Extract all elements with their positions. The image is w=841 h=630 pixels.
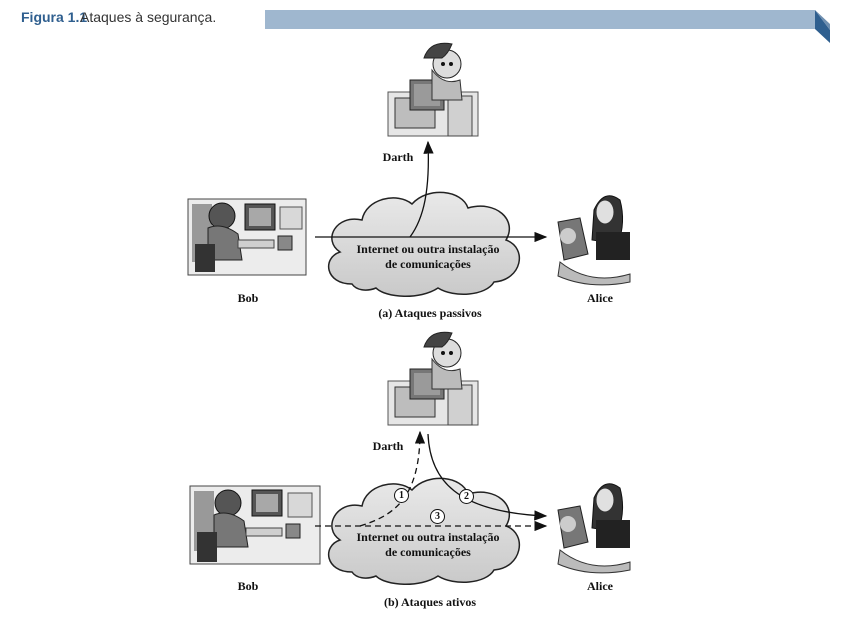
bob-label: Bob: [237, 579, 259, 593]
figure-bar-corner: [815, 10, 830, 43]
figure-title-bar: [265, 10, 815, 29]
bob-computer-icon: [189, 485, 321, 565]
intercept-arrow: [409, 140, 434, 238]
attacker-computer-icon: [387, 331, 479, 426]
cloud-label: Internet ou outra instalação de comunica…: [340, 242, 516, 272]
attacker-computer-icon: [387, 42, 479, 137]
figure-caption: Ataques à segurança.: [80, 9, 217, 25]
darth-label: Darth: [372, 439, 404, 453]
bob-to-darth-dashed-arrow: [359, 430, 426, 527]
darth-label: Darth: [382, 150, 414, 164]
cloud-icon: [327, 191, 521, 297]
cloud-label-line2: de comunicações: [385, 545, 471, 559]
alice-label: Alice: [587, 579, 613, 593]
alice-laptop-icon: [557, 483, 631, 574]
alice-label: Alice: [587, 291, 613, 305]
cloud-label-line1: Internet ou outra instalação: [356, 530, 500, 544]
figure-number: Figura 1.1: [21, 9, 88, 25]
darth-to-alice-arrow: [427, 433, 548, 521]
cloud-icon: [327, 477, 521, 585]
cloud-label-line2: de comunicações: [385, 257, 471, 271]
step-2-marker: 2: [459, 489, 474, 504]
figure-header: Figura 1.1 Ataques à segurança.: [0, 0, 841, 44]
cloud-label-line1: Internet ou outra instalação: [356, 242, 500, 256]
alice-laptop-icon: [557, 195, 631, 286]
bob-computer-icon: [187, 198, 307, 276]
step-1-marker: 1: [394, 488, 409, 503]
step-3-marker: 3: [430, 509, 445, 524]
subcaption-active: (b) Ataques ativos: [383, 595, 476, 609]
cloud-label: Internet ou outra instalação de comunica…: [340, 530, 516, 560]
bob-label: Bob: [237, 291, 259, 305]
subcaption-passive: (a) Ataques passivos: [378, 306, 482, 320]
